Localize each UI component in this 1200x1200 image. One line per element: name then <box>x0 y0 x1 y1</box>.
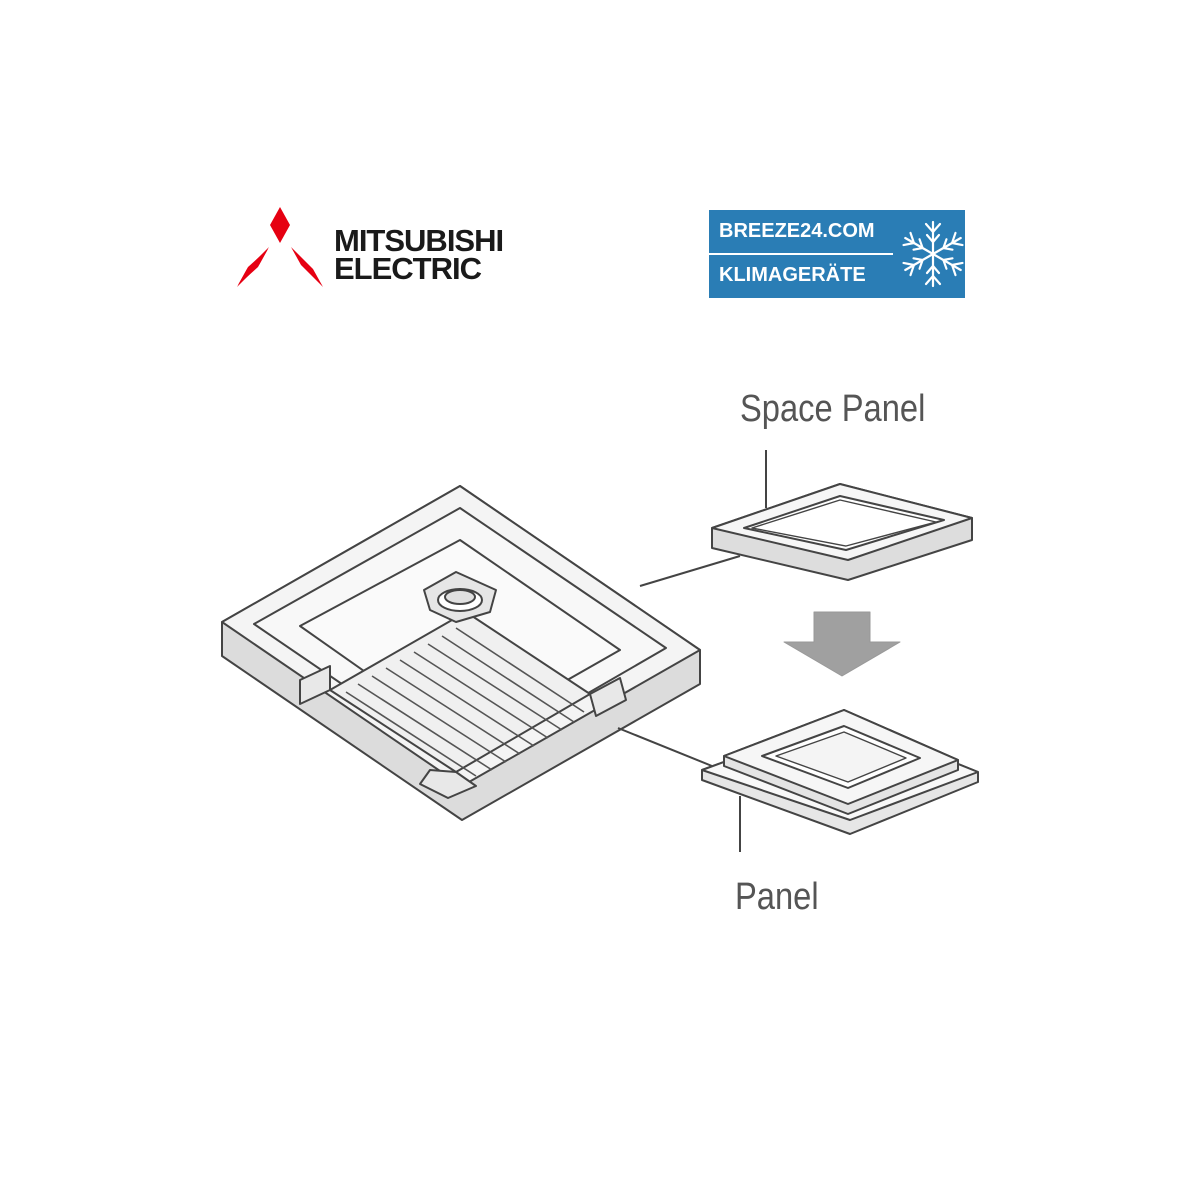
badge-domain: BREEZE24.COM <box>719 220 875 242</box>
panel-part <box>701 709 979 835</box>
mitsubishi-electric-logo: MITSUBISHI ELECTRIC <box>232 205 532 295</box>
badge-divider <box>709 253 893 255</box>
snowflake-icon <box>900 220 966 288</box>
badge-subtitle: KLIMAGERÄTE <box>719 264 866 286</box>
leader-line-panel <box>617 727 713 767</box>
panel-label: Panel <box>735 876 819 918</box>
brand-line-2: ELECTRIC <box>334 251 482 286</box>
brand-line-1: MITSUBISHI <box>334 223 504 258</box>
space-panel-part <box>711 483 973 581</box>
breeze24-badge: BREEZE24.COM KLIMAGERÄTE <box>709 210 966 298</box>
cassette-unit <box>221 485 701 821</box>
brand-wordmark: MITSUBISHI ELECTRIC <box>334 223 504 286</box>
leader-line-space-panel <box>639 555 741 587</box>
three-diamonds-icon <box>237 207 323 287</box>
space-panel-label: Space Panel <box>740 388 926 430</box>
down-arrow-icon <box>783 611 901 677</box>
